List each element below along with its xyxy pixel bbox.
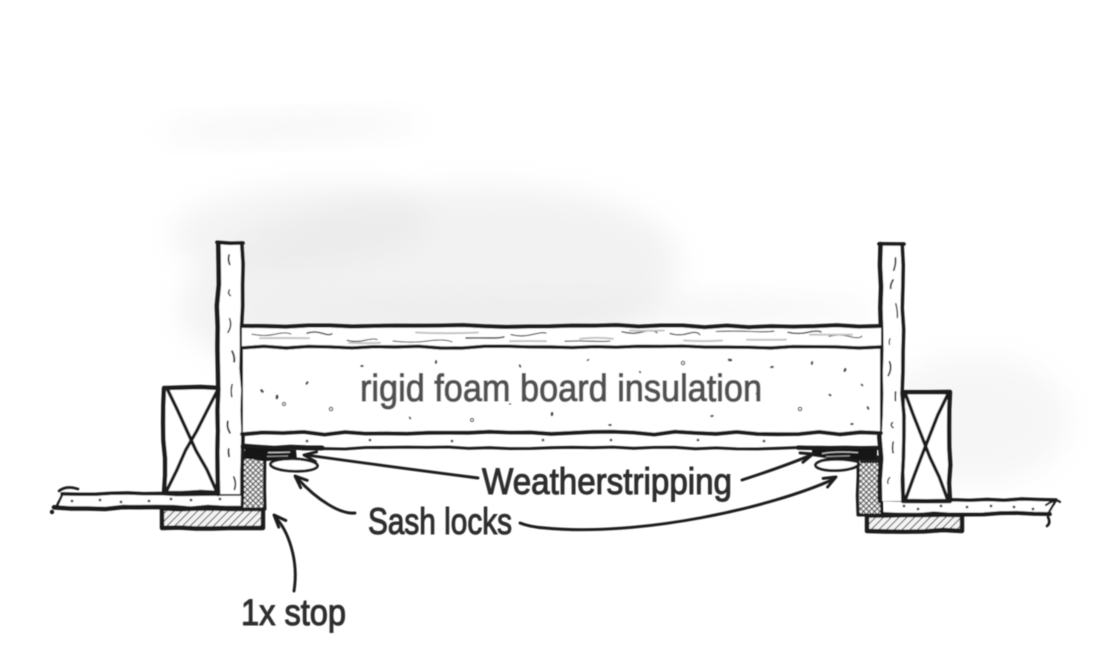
svg-text:Sash locks: Sash locks <box>368 501 512 542</box>
svg-text:rigid foam board insulation: rigid foam board insulation <box>360 368 762 410</box>
svg-text:Weatherstripping: Weatherstripping <box>482 461 732 502</box>
svg-text:1x stop: 1x stop <box>241 592 346 633</box>
